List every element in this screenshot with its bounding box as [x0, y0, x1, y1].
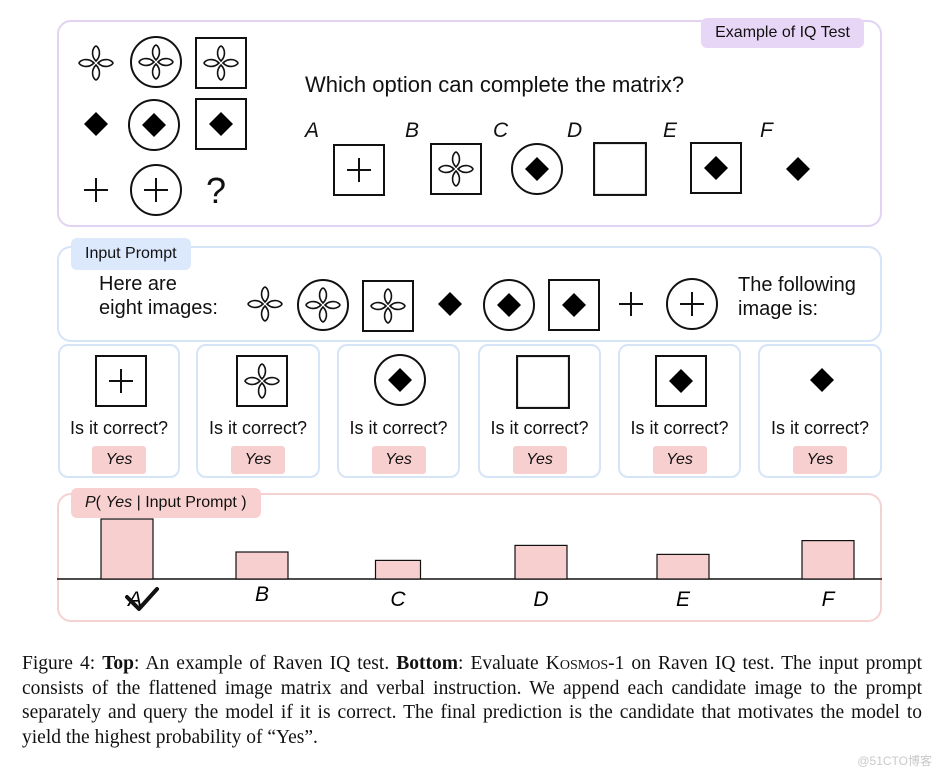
- yes-answer-badge: Yes: [793, 446, 847, 474]
- candidate-question: Is it correct?: [69, 418, 169, 438]
- yes-answer-badge: Yes: [512, 446, 567, 474]
- matrix-diamond-in-square-icon: [195, 98, 247, 150]
- candidate-a-plus-in-square-icon: [95, 355, 147, 407]
- candidate-question: Is it correct?: [630, 418, 729, 438]
- yes-answer-badge: Yes: [371, 446, 426, 474]
- probability-bar-e: [656, 553, 710, 580]
- correct-answer-checkmark-icon: [125, 587, 159, 611]
- probability-bar-b: [235, 551, 289, 580]
- caption-top-text: : An example of Raven IQ test.: [134, 653, 390, 674]
- watermark: @51CTO博客: [857, 754, 932, 768]
- prompt-lead-line1: Here are: [99, 273, 177, 295]
- iq-example-tag: Example of IQ Test: [701, 18, 864, 48]
- probability-panel: P( Yes | Input Prompt ): [57, 488, 882, 622]
- category-label-c: C: [390, 588, 406, 611]
- caption-top-label: Top: [102, 653, 135, 674]
- prompt-diamond-icon: [438, 292, 462, 316]
- option-d-empty-square-icon: [593, 142, 647, 196]
- caption-bottom-text-b: -1 on Raven IQ test. The input prompt co…: [22, 653, 922, 748]
- prompt-flower-in-square-icon: [362, 280, 414, 332]
- caption-bottom-label: Bottom: [396, 653, 459, 674]
- probability-bar-c: [374, 559, 422, 580]
- candidate-card-b: Is it correct? Yes: [196, 344, 320, 478]
- category-label-b: B: [255, 583, 269, 606]
- probability-tag-rest: | Input Prompt ): [136, 494, 247, 511]
- probability-tag-p: P: [85, 494, 96, 511]
- input-prompt-panel: Input Prompt: [57, 238, 882, 342]
- option-letter-d: D: [567, 119, 583, 142]
- option-c-diamond-in-circle-icon: [511, 143, 563, 195]
- category-label-d: D: [533, 588, 548, 611]
- caption-figure-label: Figure 4:: [22, 653, 96, 674]
- candidate-question: Is it correct?: [208, 418, 308, 438]
- probability-tag-yes: Yes: [105, 494, 133, 511]
- option-letter-f: F: [760, 119, 773, 142]
- iq-example-panel: Example of IQ Test: [57, 18, 882, 227]
- candidate-d-empty-square-icon: [516, 355, 570, 409]
- candidate-card-c: Is it correct? Yes: [337, 344, 460, 478]
- prompt-diamond-in-circle-icon: [483, 279, 535, 331]
- candidate-b-flower-in-square-icon: [236, 355, 288, 407]
- prompt-flower-icon: [247, 286, 283, 322]
- candidate-card-f: Is it correct? Yes: [758, 344, 882, 478]
- matrix-diamond-in-circle-icon: [128, 99, 180, 151]
- iq-question: Which option can complete the matrix?: [305, 72, 685, 97]
- option-e-diamond-in-square-icon: [690, 142, 742, 194]
- candidate-card-a: Is it correct? Yes: [58, 344, 180, 478]
- option-f-diamond-icon: [786, 157, 810, 181]
- caption-bottom-text-a: : Evaluate: [458, 653, 539, 674]
- matrix-flower-icon: [78, 45, 114, 81]
- option-letter-c: C: [493, 119, 509, 142]
- category-label-e: E: [676, 588, 691, 611]
- yes-answer-badge: Yes: [652, 446, 707, 474]
- option-letter-b: B: [405, 119, 420, 142]
- probability-bar-a: [100, 518, 154, 580]
- candidate-f-diamond-icon: [810, 368, 834, 392]
- prompt-plus-in-circle-icon: [666, 278, 718, 330]
- yes-answer-badge: Yes: [231, 446, 285, 474]
- prompt-trail-line2: image is:: [738, 298, 819, 320]
- candidate-card-d: Is it correct? Yes: [478, 344, 601, 478]
- candidate-question: Is it correct?: [490, 418, 589, 438]
- matrix-flower-in-square-icon: [195, 37, 247, 89]
- prompt-flower-in-circle-icon: [297, 279, 349, 331]
- missing-cell-mark: ?: [206, 170, 227, 211]
- probability-tag-open: (: [95, 494, 101, 511]
- candidate-question: Is it correct?: [349, 418, 448, 438]
- figure-caption: Figure 4: Top: An example of Raven IQ te…: [22, 652, 922, 750]
- matrix-plus-in-circle-icon: [130, 164, 182, 216]
- prompt-trail-line1: The following: [738, 274, 856, 296]
- probability-bar-f: [801, 539, 855, 580]
- matrix-plus-icon: [83, 177, 109, 203]
- probability-bar-d: [514, 544, 568, 580]
- caption-model-name: Kosmos: [545, 653, 609, 674]
- option-b-flower-in-square-icon: [430, 143, 482, 195]
- candidate-question: Is it correct?: [770, 418, 870, 438]
- option-letter-e: E: [663, 119, 678, 142]
- category-label-f: F: [822, 588, 836, 611]
- matrix-flower-in-circle-icon: [130, 36, 182, 88]
- input-prompt-tag: Input Prompt: [71, 238, 191, 270]
- candidate-card-e: Is it correct? Yes: [618, 344, 741, 478]
- yes-answer-badge: Yes: [92, 446, 146, 474]
- candidate-c-diamond-in-circle-icon: [374, 354, 426, 406]
- prompt-diamond-in-square-icon: [548, 279, 600, 331]
- probability-tag: P( Yes | Input Prompt ): [71, 488, 261, 518]
- matrix-diamond-icon: [84, 112, 108, 136]
- candidate-e-diamond-in-square-icon: [655, 355, 707, 407]
- option-letter-a: A: [305, 119, 320, 142]
- prompt-lead-line2: eight images:: [99, 297, 218, 319]
- prompt-plus-icon: [618, 291, 644, 317]
- option-a-plus-in-square-icon: [333, 144, 385, 196]
